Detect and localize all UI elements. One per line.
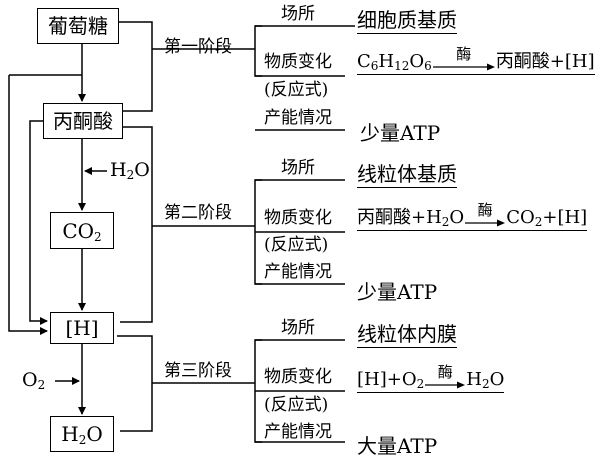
stage-3-energy-value: 大量ATP [357, 434, 438, 458]
formula-subscript: 2 [416, 377, 425, 391]
co2-label: CO2 [62, 218, 102, 244]
stage-2-location-value: 线粒体基质 [357, 162, 457, 188]
formula-subscript: 2 [481, 377, 490, 391]
stage-2-location-label: 场所 [281, 158, 315, 178]
water-product-label: H2O [61, 422, 103, 447]
reaction-arrow-icon [465, 219, 506, 227]
stage-2-enzyme: 酶 [477, 201, 493, 219]
nadh-label: [H] [65, 316, 99, 340]
formula-subscript: 12 [394, 59, 410, 73]
pyruvate-label: 丙酮酸 [53, 109, 113, 133]
stage-3-location-label: 场所 [281, 318, 315, 338]
stage-3-change-label: 物质变化 [264, 367, 332, 387]
formula-text: O [489, 369, 505, 390]
glucose-label: 葡萄糖 [48, 14, 108, 38]
formula-text: 丙酮酸+[H] [495, 51, 595, 72]
formula-subscript: 2 [534, 215, 543, 229]
formula-text: 丙酮酸+H [357, 207, 442, 228]
reaction-arrow-icon [425, 381, 466, 389]
stage-1-location-label: 场所 [281, 4, 315, 24]
nadh-box: [H] [50, 312, 114, 344]
formula-text: C [357, 51, 371, 72]
formula-text: H [378, 51, 395, 72]
stage-2-name: 第二阶段 [164, 203, 232, 223]
stage-1-change-label: 物质变化 [264, 52, 332, 72]
formula-subscript: 6 [370, 59, 379, 73]
stage-1-location-value: 细胞质基质 [357, 8, 457, 34]
stage-3-reactants: [H]+O2 [357, 369, 425, 391]
stage-3-energy-label: 产能情况 [264, 422, 332, 442]
stage-2-change-label: 物质变化 [264, 208, 332, 228]
formula-text: +[H] [542, 207, 588, 228]
glucose-box: 葡萄糖 [37, 8, 119, 44]
formula-text: O [409, 51, 425, 72]
pyruvate-box: 丙酮酸 [43, 103, 123, 139]
stage-1-products: 丙酮酸+[H] [496, 51, 595, 72]
oxygen-input-label: O2 [22, 369, 46, 392]
stage-1-equation-label: (反应式) [264, 80, 329, 100]
stage-1-reactants: C6H12O6 [357, 51, 432, 73]
water-input-label: H2O [110, 159, 150, 182]
stage-1-energy-value: 少量ATP [360, 121, 441, 145]
stage-3-equation-label: (反应式) [264, 395, 329, 415]
stage-3-reaction-arrow: 酶 [425, 363, 466, 389]
formula-subscript: 2 [441, 215, 450, 229]
formula-subscript: 6 [424, 59, 432, 73]
stage-2-energy-value: 少量ATP [357, 280, 438, 304]
stage-2-reactants: 丙酮酸+H2O [357, 207, 465, 229]
formula-text: CO [506, 207, 535, 228]
formula-text: H [466, 369, 482, 390]
formula-text: O [449, 207, 465, 228]
stage-3-enzyme: 酶 [437, 363, 453, 381]
stage-2-products: CO2+[H] [506, 207, 588, 229]
reaction-arrow-icon [432, 63, 495, 71]
co2-box: CO2 [50, 212, 114, 249]
stage-1-energy-label: 产能情况 [264, 108, 332, 128]
formula-text: [H]+O [357, 369, 417, 390]
stage-1-reaction-arrow: 酶 [432, 45, 495, 71]
stage-2-equation-label: (反应式) [264, 235, 329, 255]
stage-2-energy-label: 产能情况 [264, 262, 332, 282]
stage-3-products: H2O [466, 369, 505, 391]
stage-2-reaction-arrow: 酶 [465, 201, 506, 227]
stage-1-name: 第一阶段 [164, 37, 232, 57]
stage-1-enzyme: 酶 [456, 45, 472, 63]
stage-3-name: 第三阶段 [164, 361, 232, 381]
stage-3-location-value: 线粒体内膜 [357, 322, 457, 348]
water-product-box: H2O [50, 416, 114, 452]
